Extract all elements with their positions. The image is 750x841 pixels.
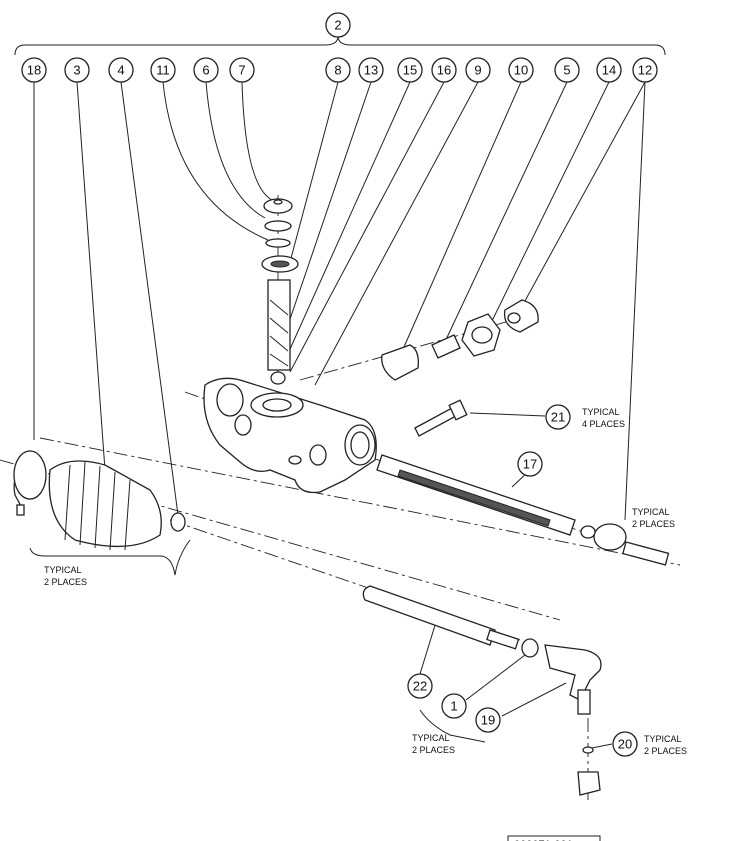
callout-20: 20 — [612, 731, 638, 757]
svg-text:2: 2 — [334, 18, 341, 33]
svg-text:17: 17 — [523, 457, 537, 472]
leader-lines — [33, 81, 646, 749]
callout-8: 8 — [325, 57, 351, 83]
inner-tie-rod — [580, 523, 670, 566]
svg-text:19: 19 — [481, 713, 495, 728]
callout-17: 17 — [517, 451, 543, 477]
svg-text:13: 13 — [364, 63, 378, 78]
svg-text:5: 5 — [563, 63, 570, 78]
svg-text:20: 20 — [618, 737, 632, 752]
svg-text:9: 9 — [474, 63, 481, 78]
note-boot-line2: 2 PLACES — [44, 577, 87, 587]
callout-3: 3 — [64, 57, 90, 83]
assembly-brace — [14, 35, 666, 56]
callout-7: 7 — [229, 57, 255, 83]
boot-note-brace — [29, 539, 191, 576]
callout-21: 21 — [545, 404, 571, 430]
svg-text:21: 21 — [551, 410, 565, 425]
note-nut-line1: TYPICAL — [644, 734, 682, 744]
callout-4: 4 — [108, 57, 134, 83]
callout-16: 16 — [431, 57, 457, 83]
svg-text:14: 14 — [602, 63, 616, 78]
mounting-bolt — [414, 399, 468, 437]
callout-19: 19 — [475, 707, 501, 733]
figure-id-box: 000071-001 — [507, 835, 601, 841]
svg-text:11: 11 — [156, 63, 170, 78]
note-bottom-line1: TYPICAL — [412, 733, 450, 743]
outer-tie-rod-parts — [362, 585, 602, 796]
callout-13: 13 — [358, 57, 384, 83]
svg-text:8: 8 — [334, 63, 341, 78]
callout-10: 10 — [508, 57, 534, 83]
svg-text:4: 4 — [117, 63, 124, 78]
svg-text:7: 7 — [238, 63, 245, 78]
boot-assembly — [13, 450, 186, 551]
svg-text:22: 22 — [413, 679, 427, 694]
callout-9: 9 — [465, 57, 491, 83]
note-nut-line2: 2 PLACES — [644, 746, 687, 756]
callout-18: 18 — [21, 57, 47, 83]
nut-note-brace — [419, 709, 486, 743]
svg-text:18: 18 — [27, 63, 41, 78]
note-tierod-line2: 2 PLACES — [632, 519, 675, 529]
note-tierod-line1: TYPICAL — [632, 507, 670, 517]
callout-5: 5 — [554, 57, 580, 83]
svg-text:12: 12 — [638, 63, 652, 78]
svg-text:3: 3 — [73, 63, 80, 78]
svg-text:6: 6 — [202, 63, 209, 78]
callout-11: 11 — [150, 57, 176, 83]
svg-text:15: 15 — [403, 63, 417, 78]
note-typical-4-line2: 4 PLACES — [582, 419, 625, 429]
callout-12: 12 — [632, 57, 658, 83]
callout-6: 6 — [193, 57, 219, 83]
svg-text:1: 1 — [450, 699, 457, 714]
svg-text:16: 16 — [437, 63, 451, 78]
callout-22: 22 — [407, 673, 433, 699]
pinion-stack — [261, 198, 299, 385]
svg-text:10: 10 — [514, 63, 528, 78]
callout-2: 2 — [325, 12, 351, 38]
note-bottom-line2: 2 PLACES — [412, 745, 455, 755]
steering-rack — [376, 454, 576, 536]
callout-14: 14 — [596, 57, 622, 83]
note-boot-line1: TYPICAL — [44, 565, 82, 575]
note-typical-4-line1: TYPICAL — [582, 407, 620, 417]
figure-id: 000071-001 — [514, 839, 573, 841]
callout-1: 1 — [441, 693, 467, 719]
steering-housing — [203, 377, 377, 494]
callout-15: 15 — [397, 57, 423, 83]
adjuster-parts — [381, 299, 539, 381]
